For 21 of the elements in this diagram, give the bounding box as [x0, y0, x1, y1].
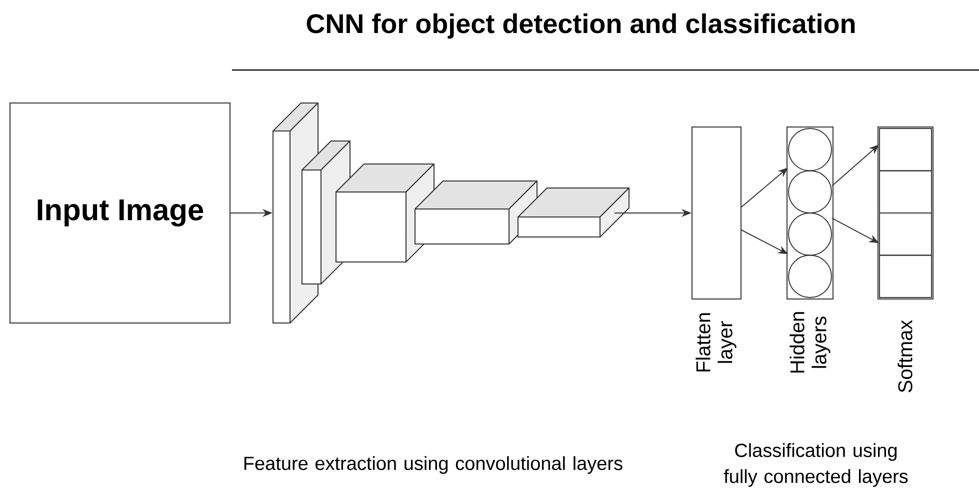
- section-caption: Classification using fully connected layers: [724, 443, 908, 487]
- input-box: Input Image: [10, 102, 230, 324]
- node-label: Softmax: [898, 320, 912, 392]
- neuron-circle: [788, 254, 832, 298]
- layer-box: Softmax: [878, 126, 934, 392]
- layer-box: Hidden layers: [786, 126, 834, 373]
- cuboid-layer: [336, 164, 434, 262]
- layer-box: Flatten layer: [692, 126, 742, 372]
- title: CNN for object detection and classification: [306, 13, 855, 39]
- node-label: Hidden layers: [790, 312, 830, 373]
- output-cell: [879, 254, 932, 298]
- node-label: Flatten layer: [696, 313, 736, 372]
- output-cell: [879, 170, 932, 214]
- cuboid-layer: [414, 180, 538, 244]
- neuron-circle: [788, 128, 832, 172]
- cuboid-layer: [518, 188, 630, 238]
- output-cell: [879, 128, 932, 172]
- neuron-circle: [788, 170, 832, 214]
- neuron-circle: [788, 212, 832, 256]
- section-caption: Feature extraction using convolutional layers: [244, 456, 622, 474]
- output-cell: [879, 212, 932, 256]
